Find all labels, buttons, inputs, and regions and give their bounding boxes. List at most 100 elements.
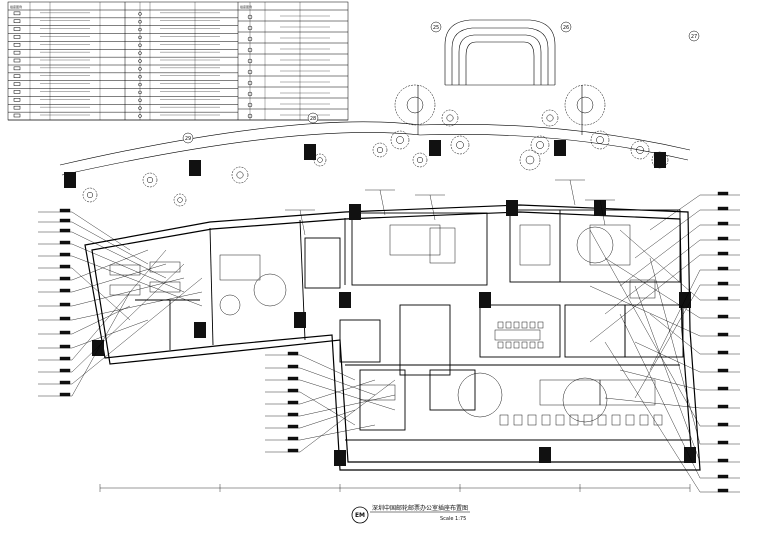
callout-leader xyxy=(634,284,701,399)
desk xyxy=(519,224,551,266)
callout-leader xyxy=(604,257,701,319)
grid-marker-2: 26 xyxy=(560,21,572,33)
svg-text:26: 26 xyxy=(563,25,569,31)
structural-column xyxy=(539,447,551,463)
socket-symbol-icon xyxy=(13,105,21,110)
chair xyxy=(499,414,509,426)
callout-tag xyxy=(717,281,729,286)
structural-column xyxy=(594,200,606,216)
socket-symbol-icon xyxy=(13,74,21,78)
callout-tag xyxy=(717,474,729,479)
callout-leader xyxy=(71,263,185,373)
callout-leader xyxy=(604,341,701,493)
structural-column xyxy=(194,322,206,338)
structural-column xyxy=(304,144,316,160)
callout-leader xyxy=(634,285,701,463)
tree-trunk xyxy=(546,114,554,122)
callout-leader xyxy=(589,229,701,427)
callout-tag xyxy=(59,356,71,361)
callout-leader xyxy=(71,267,131,321)
tree-canopy xyxy=(450,135,470,155)
callout-leader xyxy=(299,391,356,426)
callout-leader xyxy=(71,291,131,397)
tree-canopy xyxy=(630,140,650,160)
callout-leader xyxy=(634,209,701,259)
tree-canopy xyxy=(82,187,98,203)
callout-tag xyxy=(59,264,71,269)
socket-symbol-icon xyxy=(13,35,21,39)
round-table xyxy=(562,377,608,423)
callout-leader xyxy=(649,313,701,355)
desk xyxy=(429,227,456,264)
callout-tag xyxy=(287,400,299,405)
drawing-badge: EM xyxy=(355,512,365,519)
title-block: EM 深圳中国邮轮邮票办公室插座布置图 Scale 1:75 xyxy=(351,504,470,524)
tree-trunk xyxy=(596,136,604,144)
tree-trunk xyxy=(456,141,464,149)
chair xyxy=(529,341,536,349)
entrance-arch xyxy=(417,19,583,135)
callout-tag xyxy=(717,350,729,355)
tree-trunk xyxy=(446,114,454,122)
tree-trunk xyxy=(636,146,644,154)
callout-tag xyxy=(59,316,71,321)
chair xyxy=(537,341,544,349)
furniture-layout xyxy=(109,224,663,426)
callout-leader xyxy=(604,397,701,409)
tree-canopy xyxy=(394,84,436,126)
callout-tag xyxy=(287,448,299,453)
tree-trunk xyxy=(576,96,594,114)
callout-leader xyxy=(619,313,701,479)
structural-column xyxy=(294,312,306,328)
desk xyxy=(219,254,261,281)
callout-tag xyxy=(717,404,729,409)
round-table xyxy=(457,372,503,418)
tree-canopy xyxy=(142,172,158,188)
facade-curve xyxy=(59,121,691,176)
callout-leader xyxy=(634,341,701,373)
legend-table xyxy=(7,1,349,121)
callout-leader xyxy=(619,229,701,301)
structural-column xyxy=(64,172,76,188)
tree-trunk xyxy=(396,136,404,144)
chair xyxy=(625,414,635,426)
callout-leader xyxy=(649,194,701,231)
callout-leader xyxy=(589,285,701,337)
callout-tag xyxy=(717,191,729,196)
callout-tag xyxy=(287,412,299,417)
callout-leader xyxy=(649,269,701,371)
callout-leader xyxy=(619,224,701,287)
tree-trunk xyxy=(86,191,94,199)
chair xyxy=(513,321,520,329)
callout-leader xyxy=(71,249,149,281)
chair xyxy=(527,414,537,426)
callout-tag xyxy=(59,228,71,233)
chair xyxy=(521,321,528,329)
callout-leader xyxy=(71,255,203,307)
callout-tag xyxy=(717,221,729,226)
callout-tag xyxy=(59,288,71,293)
tree-canopy xyxy=(541,109,559,127)
tree-trunk xyxy=(146,176,154,184)
interior-walls xyxy=(135,209,690,441)
callout-tag xyxy=(59,218,71,223)
socket-symbol-icon xyxy=(13,113,21,118)
tree-trunk xyxy=(536,141,544,149)
tree-trunk xyxy=(236,171,244,179)
chair xyxy=(583,414,593,426)
drawing-title: 深圳中国邮轮邮票办公室插座布置图 xyxy=(372,504,468,512)
callout-leader xyxy=(71,249,167,361)
structural-column xyxy=(479,292,491,308)
round-table xyxy=(253,273,287,307)
callout-leader xyxy=(71,319,149,349)
structural-column xyxy=(554,140,566,156)
svg-text:27: 27 xyxy=(691,34,697,40)
callout-tag xyxy=(717,206,729,211)
callout-leader xyxy=(299,379,396,411)
socket-symbol-icon xyxy=(13,19,21,23)
callout-tag xyxy=(287,364,299,369)
callout-leader xyxy=(604,239,701,315)
round-table xyxy=(576,226,614,264)
callout-tag xyxy=(287,351,299,356)
